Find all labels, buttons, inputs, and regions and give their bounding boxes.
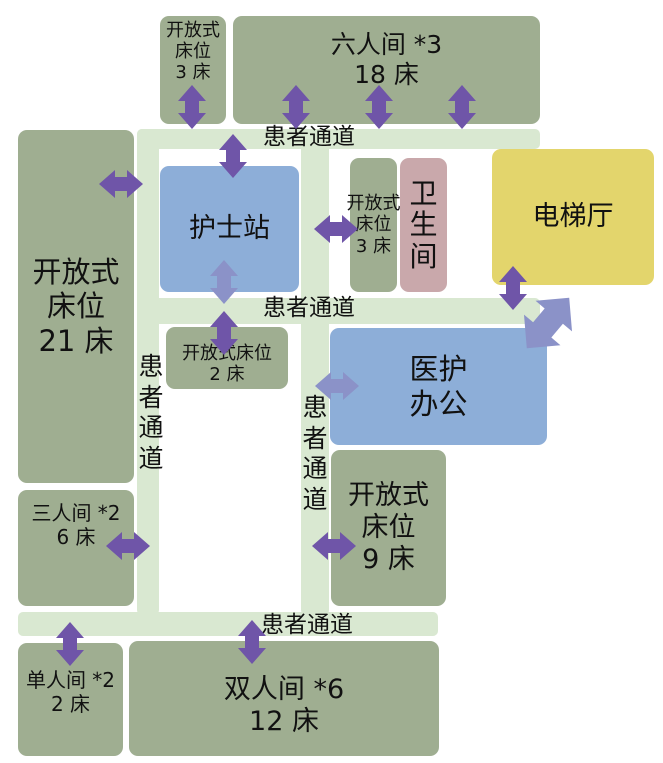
corridor-bottom [18, 612, 438, 636]
medical-office: 医护 办公 [330, 328, 547, 445]
right-v-char4: 道 [302, 484, 328, 514]
toilet: 卫 生 间 [400, 158, 447, 292]
corridor-right-vertical [301, 129, 329, 615]
single-room-beds: 2 床 [50, 691, 91, 716]
open-beds-middle: 开放式 床位 3 床 [347, 158, 401, 292]
open-9-line1: 开放式 [348, 480, 429, 512]
left-v-char3: 通 [138, 413, 164, 442]
open-top-beds: 3 床 [175, 62, 211, 84]
six-person-room: 六人间 *3 18 床 [233, 16, 540, 124]
left-v-char4: 道 [138, 443, 164, 473]
six-room-beds: 18 床 [354, 59, 419, 89]
medical-line2: 办公 [409, 386, 468, 421]
open-beds-top: 开放式 床位 3 床 [160, 16, 226, 124]
open-beds-2: 开放式床位 2 床 [166, 327, 288, 389]
right-v-char2: 者 [302, 423, 328, 453]
corridor-middle [137, 298, 540, 324]
open-2-line1: 开放式床位 [182, 342, 272, 364]
right-v-char3: 通 [302, 454, 328, 483]
corridor-label-bottom: 患者通道 [261, 612, 353, 638]
open-left-beds: 21 床 [38, 323, 114, 358]
double-room-title: 双人间 *6 [223, 673, 345, 705]
open-9-beds: 9 床 [362, 543, 415, 575]
open-left-line1: 开放式 [32, 255, 120, 290]
single-room: 单人间 *2 2 床 [18, 643, 123, 756]
elevator-label: 电梯厅 [532, 201, 614, 233]
single-room-title: 单人间 *2 [25, 668, 116, 692]
open-beds-9: 开放式 床位 9 床 [331, 450, 446, 606]
open-mid-beds: 3 床 [355, 235, 392, 257]
corridor-label-right-vertical: 患 者 通 道 [300, 393, 330, 515]
corridor-label-left-vertical: 患 者 通 道 [136, 352, 166, 474]
triple-room-title: 三人间 *2 [31, 501, 121, 525]
corridor-left-vertical [137, 129, 159, 615]
open-mid-line2: 床位 [355, 214, 392, 236]
left-v-char1: 患 [138, 352, 164, 381]
triple-room-beds: 6 床 [56, 524, 96, 549]
corridor-label-middle: 患者通道 [263, 295, 355, 321]
corridor-label-top: 患者通道 [263, 124, 355, 150]
open-mid-line1: 开放式 [346, 193, 401, 215]
nurse-station-label: 护士站 [189, 213, 270, 245]
open-top-line2: 床位 [175, 41, 211, 63]
toilet-char2: 生 [409, 208, 438, 242]
left-v-char2: 者 [138, 382, 164, 412]
right-v-char1: 患 [302, 393, 328, 422]
elevator-hall: 电梯厅 [492, 149, 654, 285]
open-9-line2: 床位 [361, 512, 416, 544]
double-room: 双人间 *6 12 床 [129, 641, 439, 756]
open-top-line1: 开放式 [166, 20, 220, 41]
nurse-station: 护士站 [160, 166, 299, 292]
open-left-line2: 床位 [46, 289, 105, 324]
triple-room: 三人间 *2 6 床 [18, 490, 134, 606]
six-room-title: 六人间 *3 [330, 30, 443, 59]
toilet-char3: 间 [409, 239, 438, 273]
medical-line1: 医护 [409, 352, 468, 387]
toilet-char1: 卫 [409, 176, 438, 210]
open-beds-left: 开放式 床位 21 床 [18, 130, 134, 483]
open-2-beds: 2 床 [209, 363, 245, 385]
double-room-beds: 12 床 [249, 705, 319, 737]
